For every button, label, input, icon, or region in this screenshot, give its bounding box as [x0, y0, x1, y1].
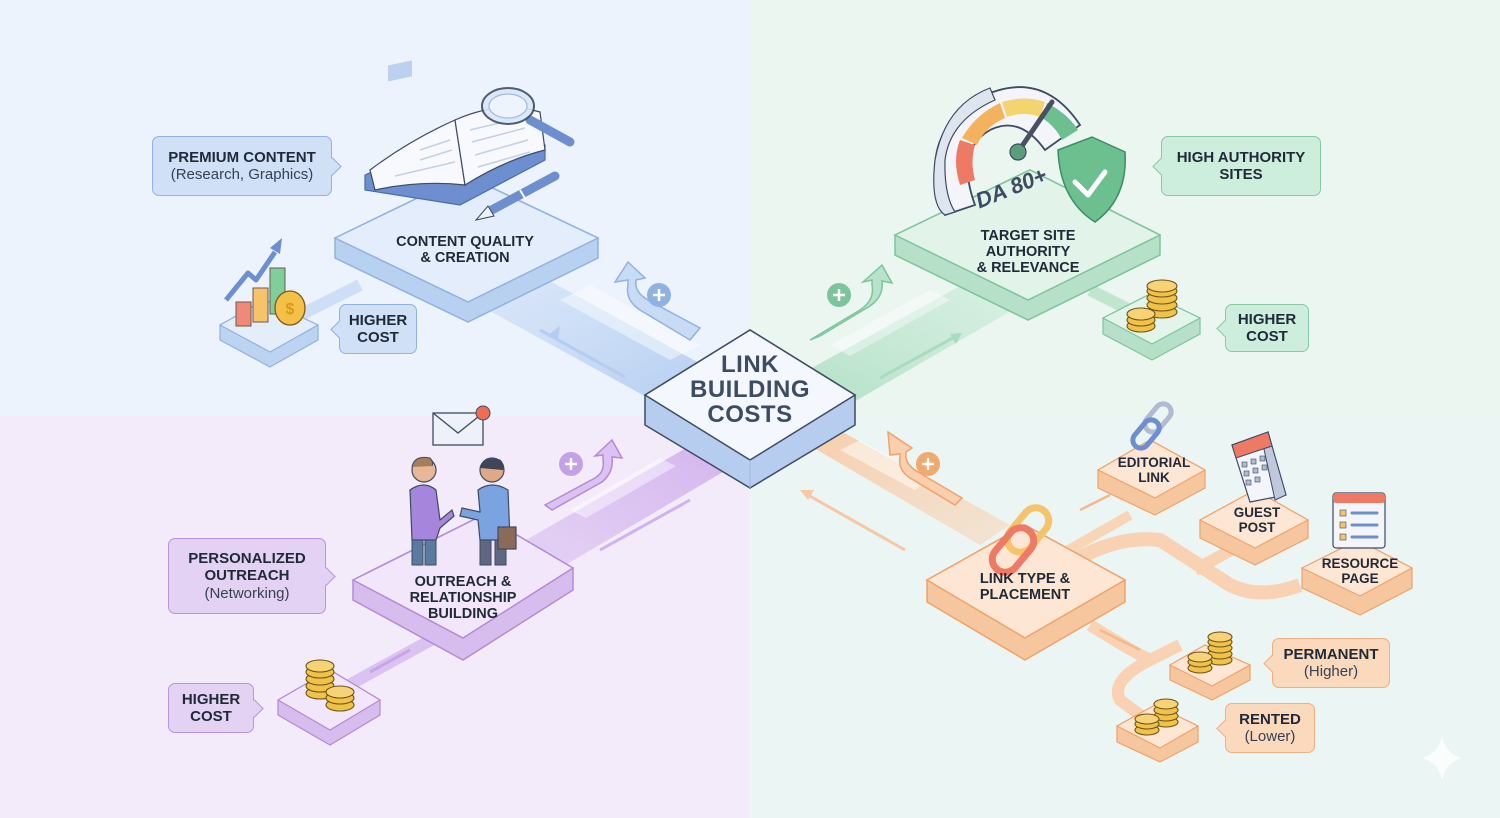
shield-check-icon — [1057, 136, 1126, 223]
rented-callout: RENTED (Lower) — [1225, 703, 1315, 753]
outreach-up-arrow-icon — [543, 438, 624, 511]
guest-post-platform[interactable] — [1198, 489, 1310, 566]
center-title: LINK BUILDING COSTS — [690, 351, 810, 429]
outreach-higher-cost-callout: HIGHER COST — [168, 683, 254, 733]
calendar-icon — [1231, 430, 1287, 503]
svg-text:$: $ — [286, 301, 295, 318]
content-up-arrow-icon — [613, 260, 702, 341]
link-type-up-arrow-icon — [887, 430, 964, 506]
dollar-coin-icon: $ — [274, 290, 306, 326]
center-platform[interactable] — [643, 329, 857, 489]
editorial-chain-link-icon — [1130, 401, 1174, 451]
pen-icon — [474, 171, 560, 221]
open-book-icon — [364, 60, 546, 206]
authority-plus-icon — [827, 283, 851, 307]
track-link-type — [800, 425, 1303, 720]
outreach-platform[interactable] — [351, 514, 575, 661]
permanent-coin-stack-icon — [1187, 631, 1233, 674]
chain-link-icon — [988, 504, 1053, 576]
handshake-icon — [409, 456, 517, 566]
sparkle-icon — [1422, 736, 1462, 780]
rented-coin-stack-icon — [1134, 698, 1179, 736]
permanent-callout: PERMANENT (Higher) — [1272, 638, 1390, 688]
coin-stack-icon — [1126, 279, 1178, 333]
editorial-link-platform[interactable] — [1096, 439, 1207, 516]
link-type-plus-icon — [916, 452, 940, 476]
content-plus-icon — [647, 283, 671, 307]
track-authority — [790, 275, 1143, 410]
track-outreach — [337, 440, 740, 696]
content-platform[interactable] — [333, 174, 600, 323]
personalized-outreach-callout: PERSONALIZED OUTREACH (Networking) — [168, 538, 326, 614]
magnifier-icon — [481, 87, 575, 147]
authority-up-arrow-icon — [809, 263, 894, 341]
authority-higher-cost-callout: HIGHER COST — [1225, 304, 1309, 352]
outreach-plus-icon — [559, 452, 583, 476]
high-authority-callout: HIGH AUTHORITY SITES — [1161, 136, 1321, 196]
outreach-coin-stack-icon — [305, 659, 355, 712]
resource-page-platform[interactable] — [1300, 539, 1414, 616]
envelope-icon — [432, 405, 491, 446]
quadrant-outreach-background — [0, 416, 750, 818]
premium-content-callout: PREMIUM CONTENT (Research, Graphics) — [152, 136, 332, 196]
web-page-list-icon — [1332, 492, 1386, 549]
content-higher-cost-callout: HIGHER COST — [339, 304, 417, 354]
